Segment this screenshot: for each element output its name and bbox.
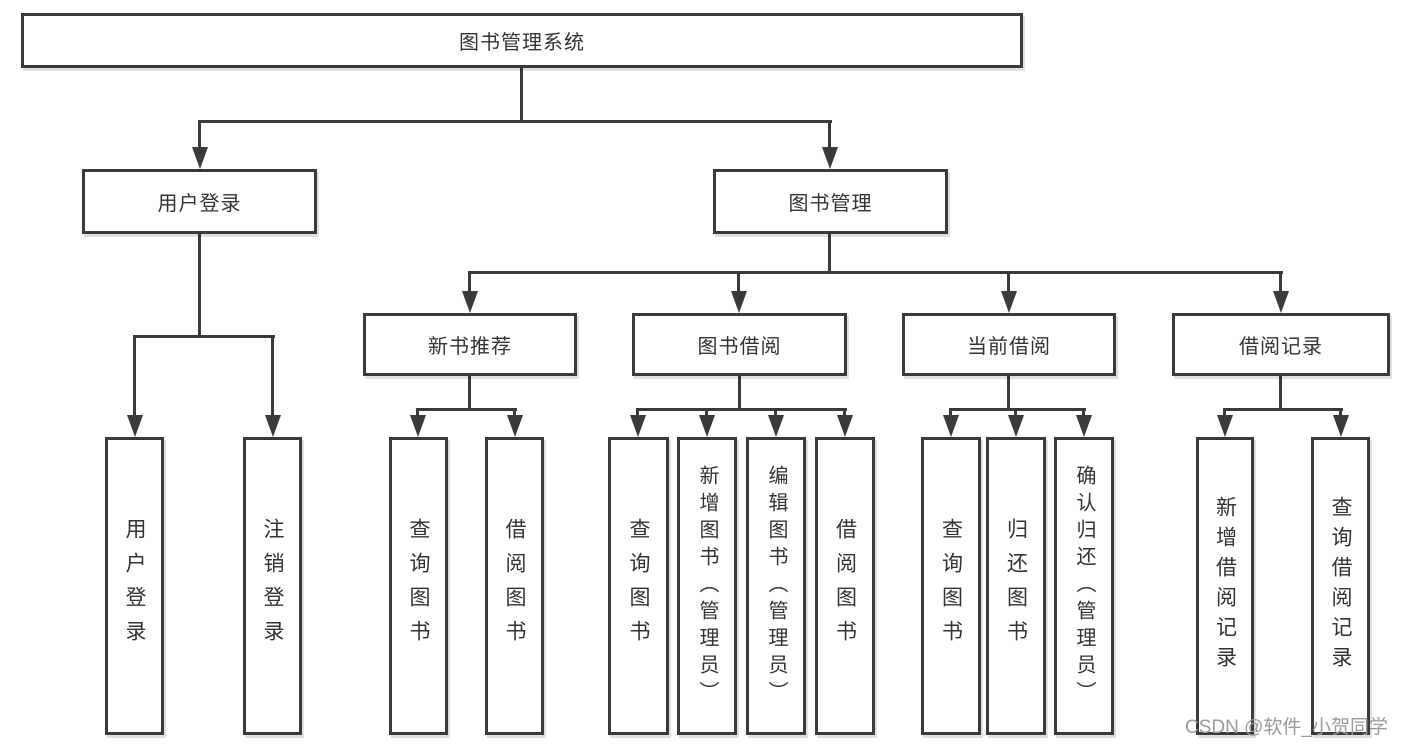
leaf-borrow-books-recommend: 借阅图书 xyxy=(485,437,544,735)
leaf-label: 查询图书 xyxy=(627,518,650,654)
arrowhead-icon xyxy=(462,291,478,313)
leaf-logout: 注销登录 xyxy=(243,437,302,735)
connector-line xyxy=(198,120,832,123)
leaf-add-borrow-record: 新增借阅记录 xyxy=(1196,437,1254,735)
leaf-label: 归还图书 xyxy=(1004,518,1028,654)
node-borrow-records: 借阅记录 xyxy=(1172,313,1390,376)
arrowhead-icon xyxy=(1273,291,1289,313)
connector-line xyxy=(1223,408,1343,411)
leaf-label: 确认归还（管理员） xyxy=(1073,464,1095,708)
connector-line xyxy=(198,120,201,148)
connector-line xyxy=(828,120,831,148)
connector-line xyxy=(828,232,831,273)
leaf-label: 新增借阅记录 xyxy=(1213,496,1237,676)
arrowhead-icon xyxy=(943,415,959,437)
node-user-login: 用户登录 xyxy=(82,169,317,234)
arrowhead-icon xyxy=(1217,415,1233,437)
connector-line xyxy=(949,408,952,418)
leaf-label: 编辑图书（管理员） xyxy=(765,464,787,708)
connector-line xyxy=(416,408,419,418)
arrowhead-icon xyxy=(1001,291,1017,313)
arrowhead-icon xyxy=(699,415,715,437)
leaf-label: 注销登录 xyxy=(261,518,284,654)
leaf-return-books: 归还图书 xyxy=(986,437,1046,735)
connector-line xyxy=(468,271,471,293)
connector-line xyxy=(468,373,471,410)
leaf-add-book-admin: 新增图书（管理员） xyxy=(677,437,737,735)
connector-line xyxy=(636,408,847,411)
csdn-watermark: CSDN @软件_小贺同学 xyxy=(1185,717,1388,738)
connector-line xyxy=(1007,373,1010,410)
connector-line xyxy=(271,335,274,417)
leaf-borrow-books: 借阅图书 xyxy=(815,437,875,735)
connector-line xyxy=(198,232,201,337)
connector-line xyxy=(949,408,1086,411)
connector-line xyxy=(774,408,777,418)
arrowhead-icon xyxy=(822,147,838,169)
arrowhead-icon xyxy=(1008,415,1024,437)
arrowhead-icon xyxy=(410,415,426,437)
connector-line xyxy=(843,408,846,418)
leaf-label: 新增图书（管理员） xyxy=(696,464,718,708)
leaf-query-borrow-record: 查询借阅记录 xyxy=(1311,437,1370,735)
connector-line xyxy=(417,408,517,411)
arrowhead-icon xyxy=(127,415,143,437)
connector-line xyxy=(1082,408,1085,418)
leaf-query-books-current: 查询图书 xyxy=(921,437,981,735)
arrowhead-icon xyxy=(837,415,853,437)
connector-line xyxy=(1007,271,1010,293)
arrowhead-icon xyxy=(265,415,281,437)
leaf-label: 用户登录 xyxy=(123,518,146,654)
arrowhead-icon xyxy=(507,415,523,437)
connector-line xyxy=(133,335,136,417)
connector-line xyxy=(513,408,516,418)
leaf-query-books-recommend: 查询图书 xyxy=(389,437,448,735)
arrowhead-icon xyxy=(768,415,784,437)
connector-line xyxy=(1014,408,1017,418)
node-library-system: 图书管理系统 xyxy=(21,13,1023,68)
leaf-label: 查询借阅记录 xyxy=(1329,496,1352,676)
node-book-borrow: 图书借阅 xyxy=(632,313,847,376)
leaf-label: 借阅图书 xyxy=(503,518,526,654)
connector-line xyxy=(705,408,708,418)
arrowhead-icon xyxy=(192,147,208,169)
leaf-label: 借阅图书 xyxy=(833,518,857,654)
connector-line xyxy=(1279,373,1282,410)
leaf-query-books-borrow: 查询图书 xyxy=(608,437,669,735)
arrowhead-icon xyxy=(630,415,646,437)
arrowhead-icon xyxy=(1333,415,1349,437)
arrowhead-icon xyxy=(1076,415,1092,437)
connector-line xyxy=(737,271,740,293)
node-current-borrow: 当前借阅 xyxy=(902,313,1116,376)
leaf-edit-book-admin: 编辑图书（管理员） xyxy=(746,437,806,735)
leaf-user-login: 用户登录 xyxy=(105,437,164,735)
connector-line xyxy=(520,65,523,123)
connector-line xyxy=(1339,408,1342,418)
leaf-confirm-return-admin: 确认归还（管理员） xyxy=(1054,437,1114,735)
node-new-book-recommend: 新书推荐 xyxy=(363,313,577,376)
connector-line xyxy=(636,408,639,418)
leaf-label: 查询图书 xyxy=(407,518,430,654)
connector-line xyxy=(468,271,1283,274)
connector-line xyxy=(1279,271,1282,293)
arrowhead-icon xyxy=(731,291,747,313)
node-book-management: 图书管理 xyxy=(713,169,948,234)
connector-line xyxy=(133,335,275,338)
connector-line xyxy=(738,373,741,410)
leaf-label: 查询图书 xyxy=(939,518,963,654)
connector-line xyxy=(1223,408,1226,418)
